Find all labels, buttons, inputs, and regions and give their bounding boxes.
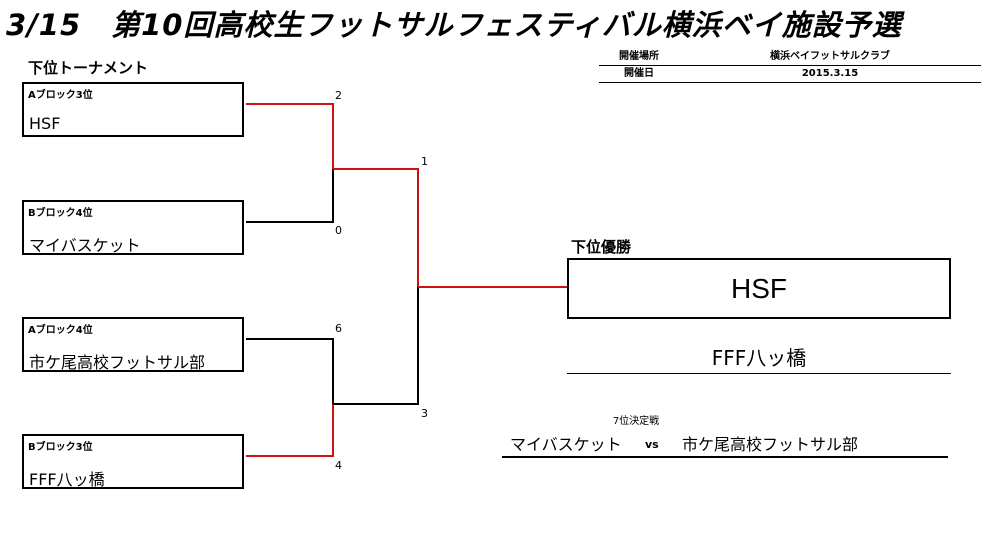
team-box-4: Bブロック3位 FFF八ッ橋 <box>22 434 244 489</box>
score-sf1-top: 2 <box>335 89 342 102</box>
sf2-out-line <box>333 287 419 405</box>
team-box-3: Aブロック4位 市ケ尾高校フットサル部 <box>22 317 244 372</box>
score-final-top: 1 <box>421 155 428 168</box>
team-4-name: FFF八ッ橋 <box>29 470 105 489</box>
team-4-block: Bブロック3位 <box>28 442 93 453</box>
sf2-top-line <box>246 338 334 404</box>
seventh-place-match: マイバスケット vs 市ケ尾高校フットサル部 <box>502 434 948 458</box>
date-value: 2015.3.15 <box>679 65 981 83</box>
venue-label: 開催場所 <box>599 49 679 66</box>
team-2-block: Bブロック4位 <box>28 208 93 219</box>
seventh-place-title: 7位決定戦 <box>612 416 660 427</box>
team-box-2: Bブロック4位 マイバスケット <box>22 200 244 255</box>
team-3-name: 市ケ尾高校フットサル部 <box>29 353 206 372</box>
seventh-place-team-a: マイバスケット <box>510 435 622 454</box>
sf1-top-line <box>246 103 334 169</box>
runner-up: FFF八ッ橋 <box>567 343 951 374</box>
score-final-bottom: 3 <box>421 407 428 420</box>
event-info-table: 開催場所 横浜ベイフットサルクラブ 開催日 2015.3.15 <box>599 49 981 83</box>
team-box-1: Aブロック3位 HSF <box>22 82 244 137</box>
team-3-block: Aブロック4位 <box>28 325 93 336</box>
bracket-section-label: 下位トーナメント <box>28 59 149 77</box>
date-label: 開催日 <box>599 65 679 83</box>
page-title: 3/15 第10回高校生フットサルフェスティバル横浜ベイ施設予選 <box>6 8 902 42</box>
seventh-place-team-b: 市ケ尾高校フットサル部 <box>682 435 859 454</box>
winner-box: HSF <box>567 258 951 319</box>
venue-value: 横浜ベイフットサルクラブ <box>679 49 981 66</box>
score-sf2-bottom: 4 <box>335 459 342 472</box>
sf1-bottom-line <box>246 169 334 223</box>
team-1-name: HSF <box>29 114 61 133</box>
score-sf1-bottom: 0 <box>335 224 342 237</box>
winner-name: HSF <box>731 272 787 304</box>
score-sf2-top: 6 <box>335 322 342 335</box>
runner-up-name: FFF八ッ橋 <box>711 346 807 370</box>
sf2-bottom-line <box>246 404 334 457</box>
seventh-place-vs: vs <box>645 438 659 451</box>
team-2-name: マイバスケット <box>29 236 141 255</box>
sf1-out-line <box>333 168 419 287</box>
winner-label: 下位優勝 <box>571 238 632 256</box>
team-1-block: Aブロック3位 <box>28 90 93 101</box>
